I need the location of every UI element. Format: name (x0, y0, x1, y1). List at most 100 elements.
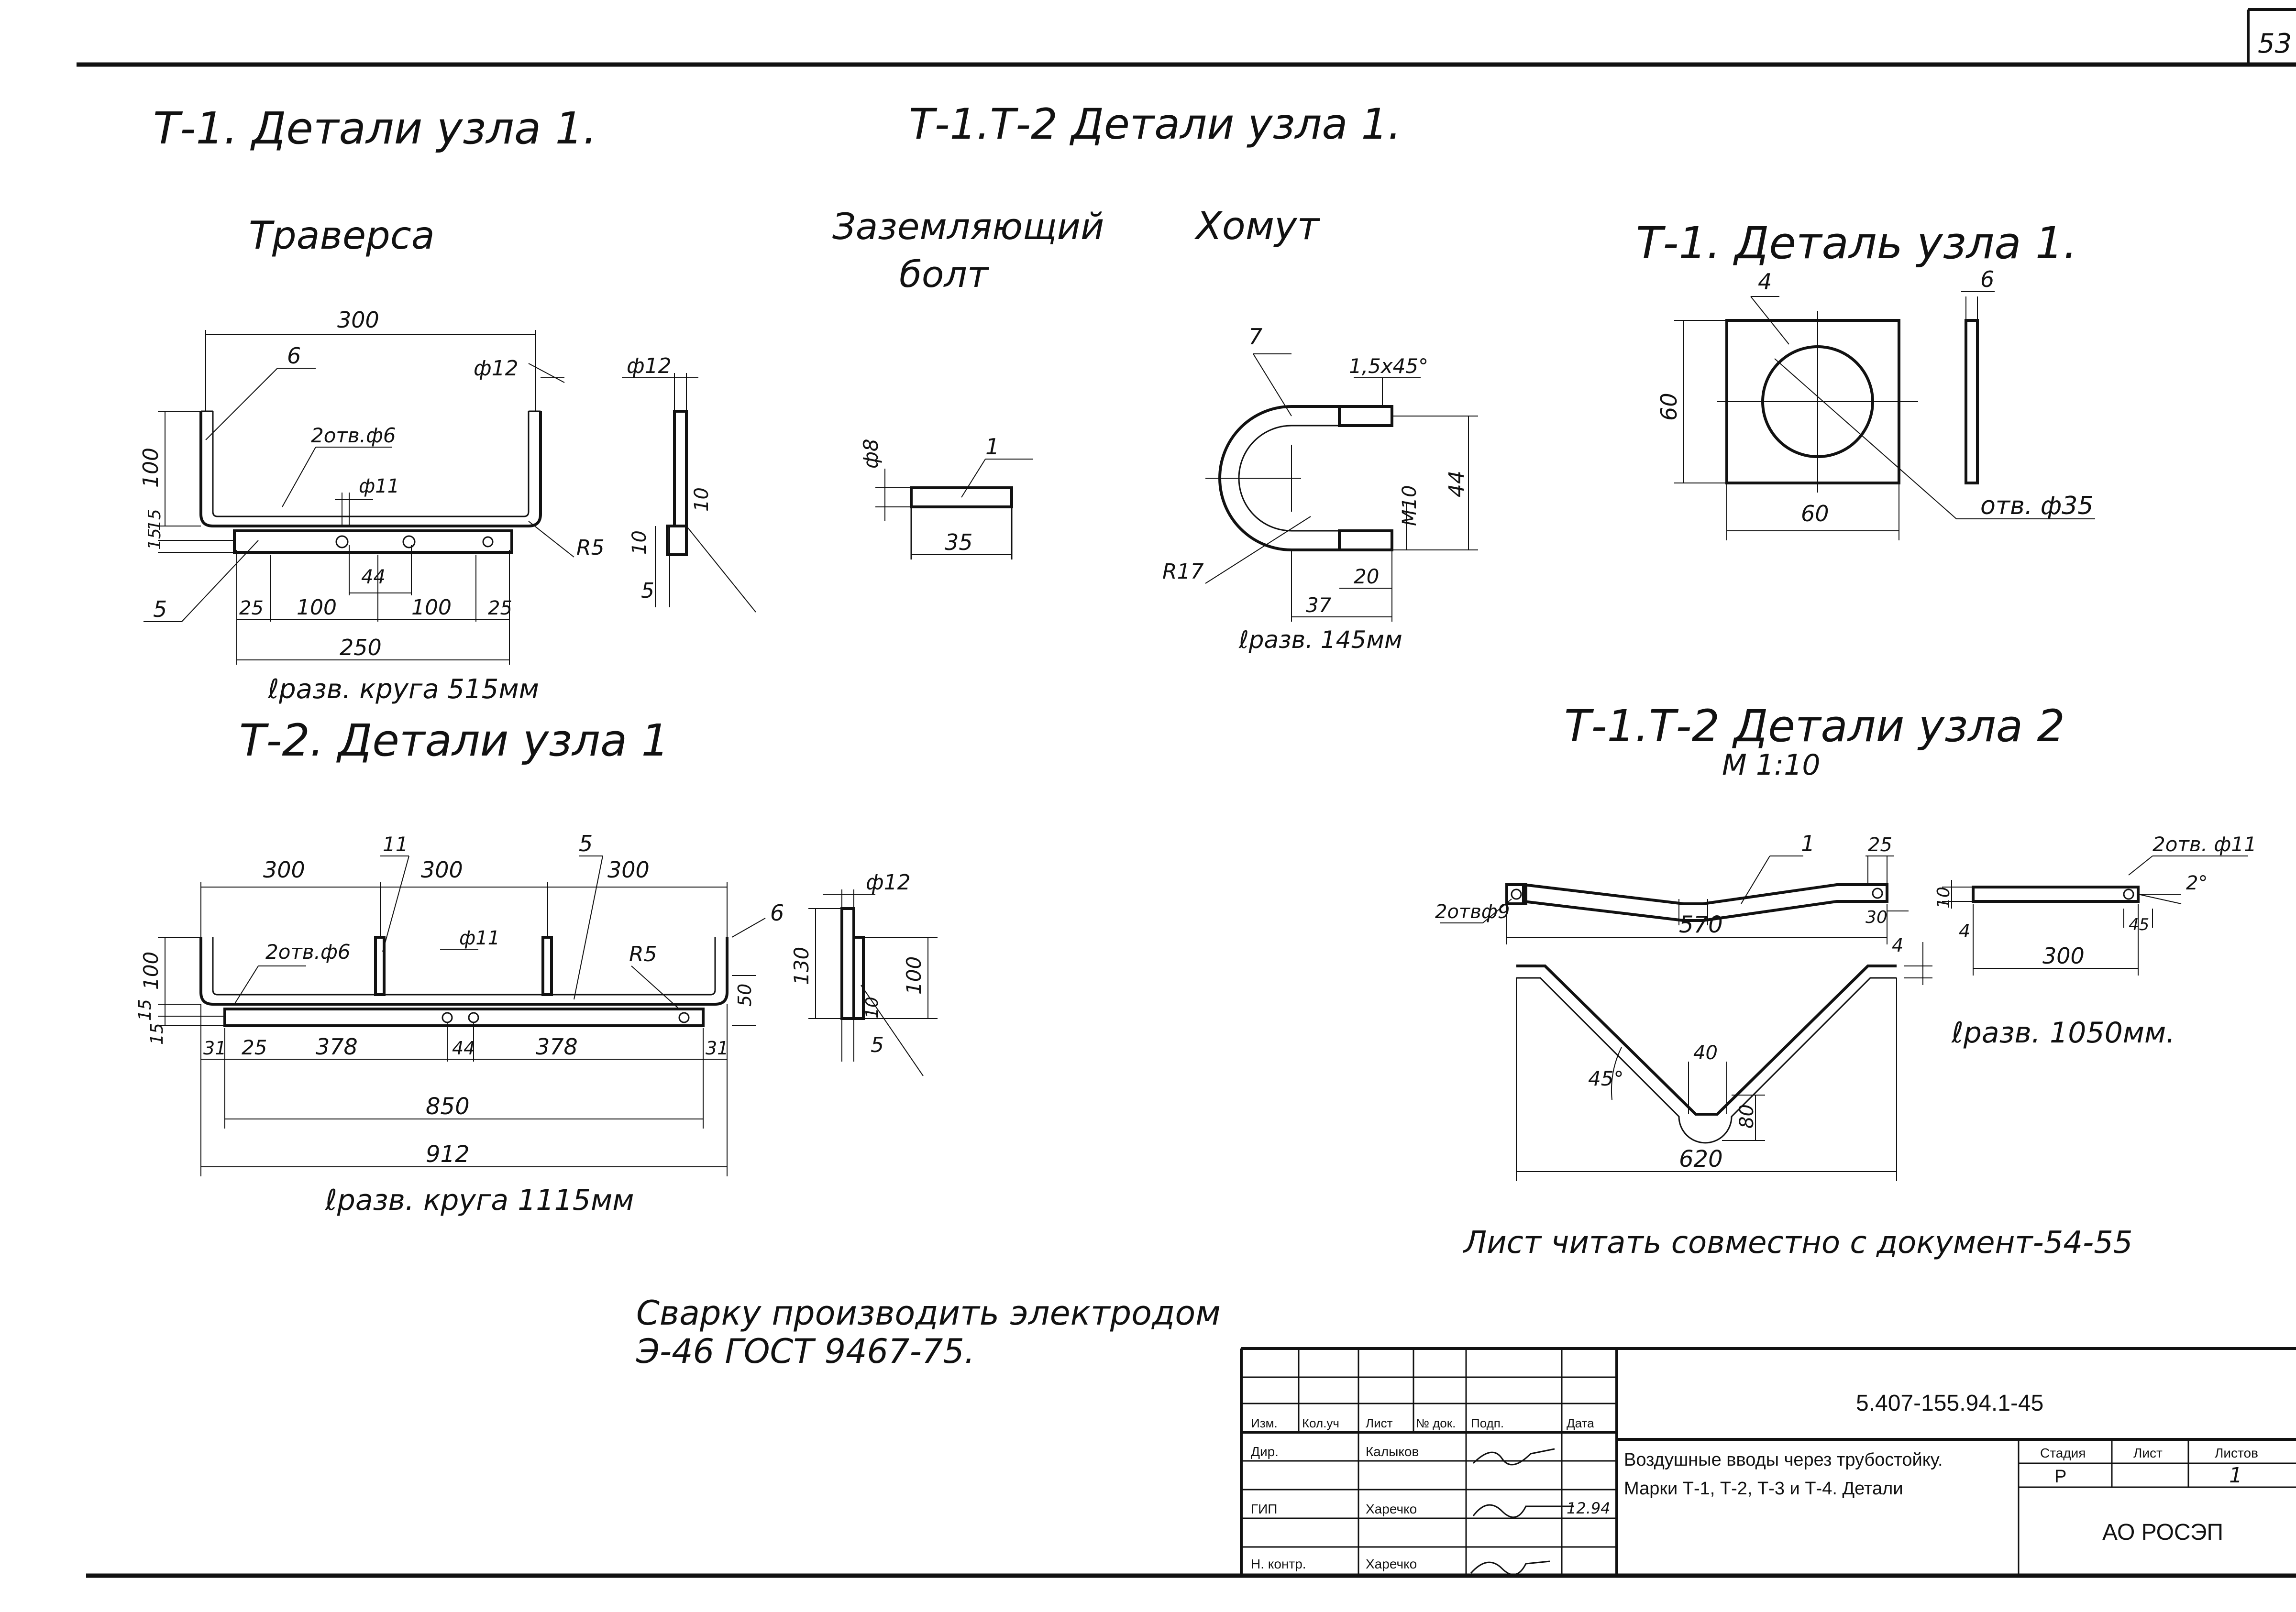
page-number: 53 (2258, 28, 2292, 59)
tb-title-line2: Марки Т-1, Т-2, Т-3 и Т-4. Детали (1624, 1479, 1903, 1499)
tb-stage-value: Р (2054, 1467, 2066, 1487)
t2-h100: 100 (139, 952, 163, 990)
tb-sheets-label: Листов (2215, 1446, 2258, 1460)
traverse-h15a: 15 (145, 528, 165, 550)
t2-d31b: 31 (706, 1038, 729, 1059)
plate-drawing (1674, 291, 2095, 540)
clamp-drawing (1205, 353, 1478, 622)
traverse-d25a: 25 (239, 597, 264, 619)
tb-name-nkontr: Харечко (1366, 1557, 1417, 1571)
tb-doc-code: 5.407-155.94.1-45 (1856, 1391, 2043, 1416)
tb-sheet-label: Лист (2133, 1446, 2163, 1460)
signature-gip (1472, 1504, 1574, 1518)
t2-pos5: 5 (579, 831, 593, 856)
node2-d620: 620 (1679, 1146, 1723, 1173)
t2-drawing (158, 855, 938, 1176)
bolt-len35: 35 (945, 529, 973, 555)
tb-role-gip: ГИП (1251, 1502, 1277, 1516)
sheet-frame (77, 8, 2296, 1578)
t2-d300a: 300 (263, 857, 305, 883)
node2-drawing (1440, 855, 2248, 1181)
tb-role-dir: Дир. (1251, 1444, 1279, 1459)
title-t2-node1: Т-2. Детали узла 1 (239, 715, 669, 766)
t2-side-10: 10 (862, 997, 882, 1019)
tb-col-data: Дата (1567, 1416, 1594, 1430)
clamp-d37: 37 (1306, 593, 1332, 617)
title-block (1240, 1347, 2296, 1576)
t2-d378b: 378 (536, 1034, 578, 1060)
traverse-width: 300 (337, 307, 379, 333)
tb-sheets-value: 1 (2229, 1463, 2242, 1488)
tb-col-list: Лист (1366, 1416, 1393, 1430)
tb-stage-label: Стадия (2040, 1446, 2086, 1460)
node2-pos1: 1 (1801, 831, 1815, 856)
tb-date-gip: 12.94 (1567, 1499, 1611, 1517)
node2-d10: 10 (1934, 887, 1954, 909)
node2-d570: 570 (1679, 911, 1723, 938)
traverse-h15b: 15 (145, 509, 165, 531)
label-ground-bolt-2: болт (899, 253, 990, 296)
node2-holes9: 2отвф9 (1435, 901, 1510, 923)
t2-length: ℓразв. круга 1115мм (325, 1184, 634, 1217)
note-welding-2: Э-46 ГОСТ 9467-75. (636, 1332, 975, 1371)
plate-pos4: 4 (1758, 269, 1772, 295)
clamp-d44: 44 (1445, 471, 1469, 497)
traverse-pos6: 6 (287, 343, 301, 369)
t2-d25: 25 (242, 1036, 267, 1059)
traverse-holes: 2отв.ф6 (311, 424, 396, 447)
node2-holes11: 2отв. ф11 (2152, 833, 2257, 856)
traverse-d100a: 100 (297, 595, 337, 620)
traverse-drawing (144, 330, 756, 665)
t2-d300b: 300 (421, 857, 463, 883)
t2-side-5: 5 (871, 1033, 884, 1057)
t2-h50: 50 (734, 984, 755, 1007)
t2-d850: 850 (426, 1093, 470, 1120)
node2-d45: 45 (2129, 915, 2149, 934)
node2-deg2: 2° (2186, 872, 2208, 894)
t2-hole11: ф11 (459, 927, 500, 949)
traverse-side-5: 5 (641, 579, 654, 603)
clamp-chamfer: 1,5х45° (1349, 354, 1428, 378)
traverse-h100: 100 (139, 448, 163, 488)
tb-col-kolu: Кол.уч (1302, 1416, 1339, 1430)
label-ground-bolt-1: Заземляющий (832, 205, 1104, 248)
title-t1t2-node1: Т-1.Т-2 Детали узла 1. (909, 99, 1401, 149)
traverse-r5: R5 (576, 536, 605, 560)
tb-col-ndok: № док. (1416, 1416, 1456, 1430)
node2-d4: 4 (1892, 935, 1903, 956)
plate-pos6: 6 (1980, 266, 1994, 292)
signature-dir (1472, 1448, 1555, 1466)
tb-title-line1: Воздушные вводы через трубостойку. (1624, 1450, 1943, 1470)
plate-hole: отв. ф35 (1980, 492, 2093, 520)
traverse-dia12: ф12 (474, 356, 519, 381)
plate-w60: 60 (1801, 501, 1829, 526)
node2-d80: 80 (1736, 1104, 1758, 1129)
traverse-side-dia12: ф12 (627, 354, 672, 378)
traverse-length: ℓразв. круга 515мм (267, 674, 539, 705)
clamp-r17: R17 (1162, 559, 1204, 584)
traverse-d25b: 25 (488, 597, 512, 619)
note-welding-1: Сварку производить электродом (636, 1294, 1221, 1333)
clamp-m10: М10 (1399, 485, 1421, 526)
tb-organization: АО РОСЭП (2102, 1520, 2223, 1545)
node2-d300: 300 (2042, 943, 2085, 969)
t2-pos6: 6 (770, 900, 784, 926)
t2-d300c: 300 (607, 857, 650, 883)
bolt-pos1: 1 (985, 434, 999, 460)
title-t1-node1: Т-1. Детали узла 1. (153, 103, 597, 154)
tb-name-dir: Калыков (1366, 1444, 1419, 1459)
t2-d44: 44 (452, 1038, 475, 1059)
label-traverse: Траверса (249, 213, 435, 258)
plate-h60: 60 (1656, 393, 1682, 421)
t2-holes: 2отв.ф6 (265, 940, 351, 964)
node2-d25: 25 (1868, 834, 1892, 856)
title-node2-scale: М 1:10 (1722, 748, 1821, 782)
traverse-hole11: ф11 (359, 475, 399, 497)
ground-bolt-drawing (875, 459, 1033, 559)
t2-h15a: 15 (135, 999, 155, 1021)
clamp-pos7: 7 (1248, 324, 1262, 350)
traverse-d250: 250 (340, 635, 382, 660)
t2-r5: R5 (629, 942, 657, 966)
t2-d912: 912 (426, 1141, 470, 1168)
